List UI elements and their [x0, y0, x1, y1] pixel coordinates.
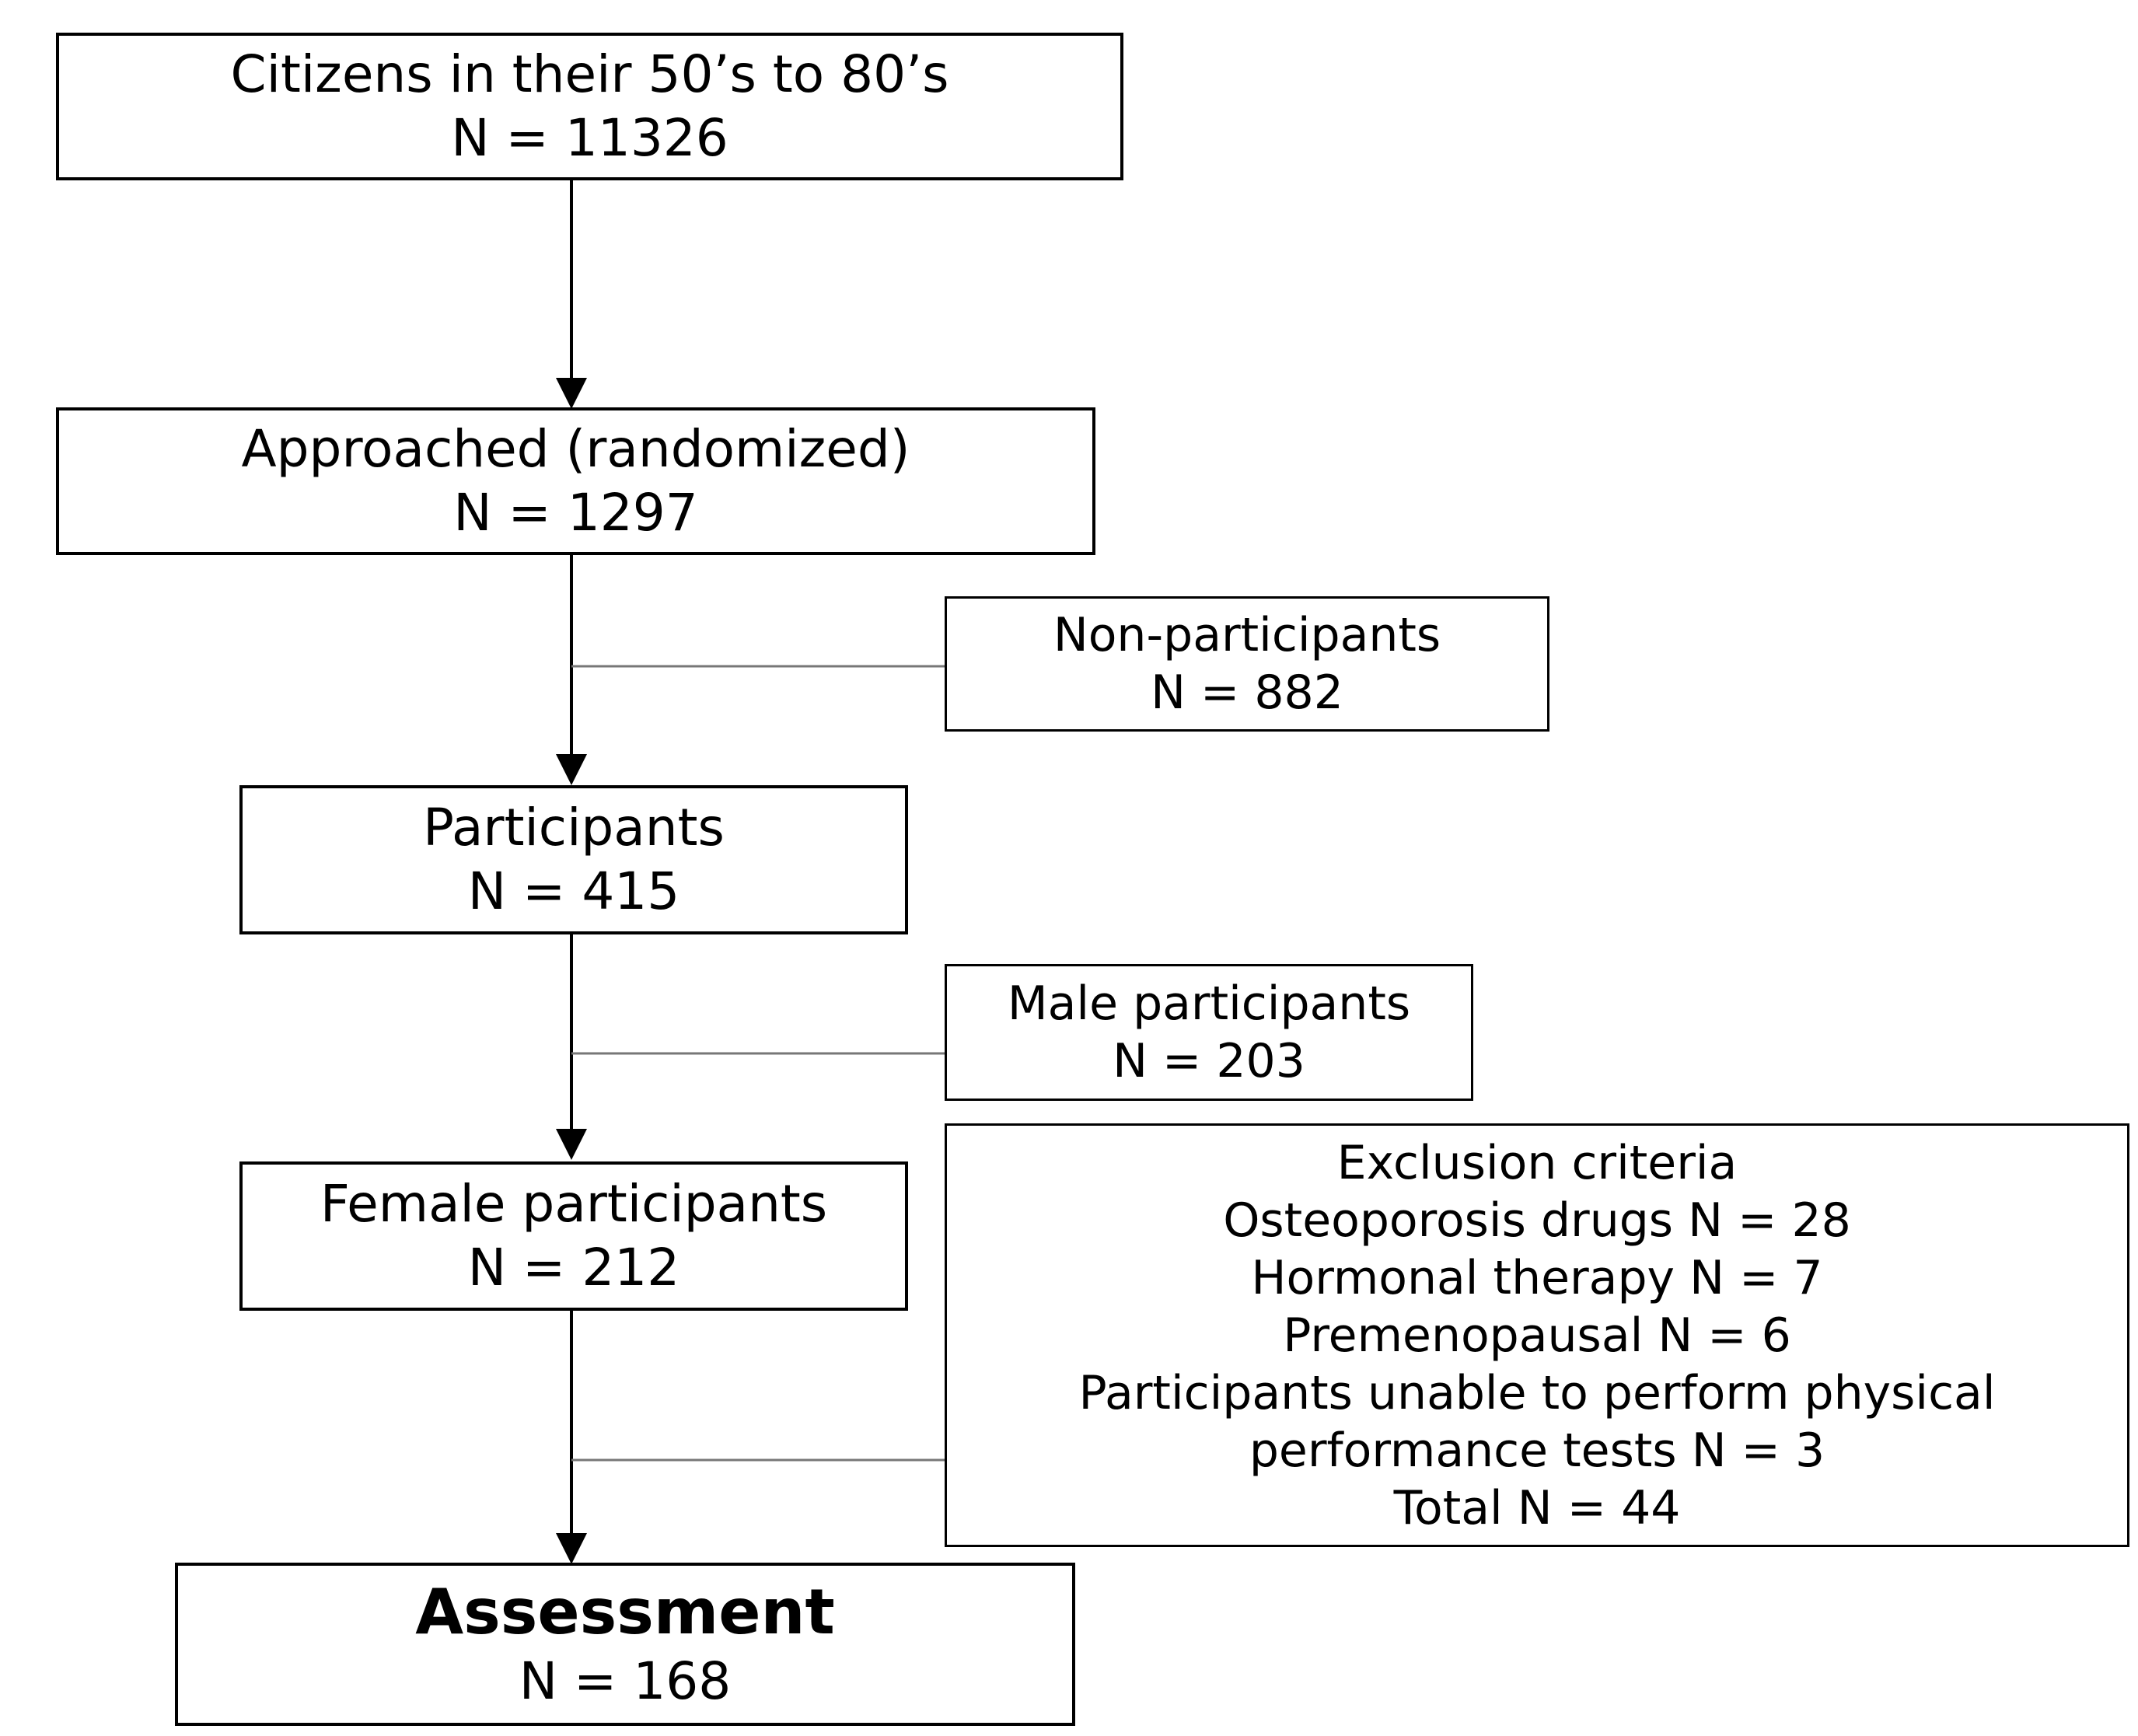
citizens-title: Citizens in their 50’s to 80’s: [230, 44, 949, 104]
exclusion-line: Participants unable to perform physical: [1078, 1365, 1996, 1420]
male-participants-box: Male participants N = 203: [945, 964, 1473, 1101]
male-participants-count: N = 203: [1113, 1034, 1305, 1088]
exclusion-line: Total N = 44: [1393, 1480, 1681, 1535]
non-participants-title: Non-participants: [1053, 608, 1441, 662]
exclusion-line: Hormonal therapy N = 7: [1251, 1250, 1823, 1305]
exclusion-line: Premenopausal N = 6: [1283, 1308, 1791, 1363]
exclusion-criteria-box: Exclusion criteria Osteoporosis drugs N …: [945, 1123, 2129, 1547]
participants-box: Participants N = 415: [239, 785, 908, 934]
female-participants-title: Female participants: [320, 1174, 828, 1234]
female-participants-count: N = 212: [467, 1238, 680, 1298]
assessment-box: Assessment N = 168: [175, 1563, 1075, 1726]
exclusion-line: Osteoporosis drugs N = 28: [1223, 1193, 1851, 1248]
assessment-title: Assessment: [415, 1576, 835, 1648]
non-participants-count: N = 882: [1151, 665, 1343, 720]
exclusion-title: Exclusion criteria: [1336, 1135, 1738, 1190]
male-participants-title: Male participants: [1007, 976, 1411, 1031]
approached-title: Approached (randomized): [241, 419, 910, 479]
exclusion-line: performance tests N = 3: [1249, 1423, 1825, 1478]
assessment-count: N = 168: [519, 1651, 732, 1711]
participants-count: N = 415: [467, 861, 680, 921]
non-participants-box: Non-participants N = 882: [945, 596, 1549, 732]
approached-box: Approached (randomized) N = 1297: [56, 407, 1095, 555]
participants-title: Participants: [423, 798, 725, 858]
female-participants-box: Female participants N = 212: [239, 1161, 908, 1311]
citizens-box: Citizens in their 50’s to 80’s N = 11326: [56, 33, 1123, 180]
approached-count: N = 1297: [453, 483, 698, 543]
citizens-count: N = 11326: [451, 108, 728, 168]
